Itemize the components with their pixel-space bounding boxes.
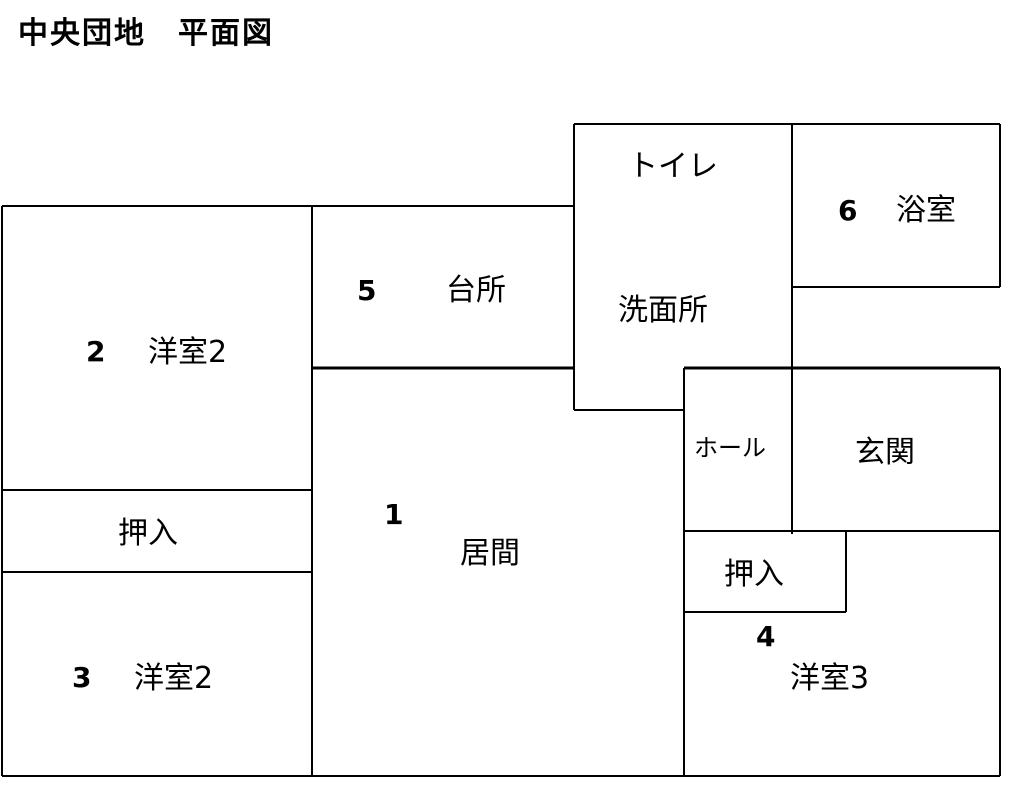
room-name-living: 居間: [460, 536, 520, 571]
room-name-youshitsu2-top: 洋室2: [148, 335, 227, 370]
room-name-hall: ホール: [694, 434, 766, 462]
page-title: 中央団地 平面図: [18, 16, 274, 51]
room-name-washroom: 洗面所: [618, 293, 708, 328]
room-name-youshitsu2-bottom: 洋室2: [134, 661, 213, 696]
room-name-kitchen: 台所: [446, 273, 506, 308]
room-name-oshiire-left: 押入: [118, 516, 178, 551]
room-number-3: 3: [72, 661, 91, 694]
room-name-toilet: トイレ: [628, 149, 718, 184]
room-number-2: 2: [86, 335, 105, 368]
room-name-entrance: 玄関: [855, 435, 915, 470]
room-number-4: 4: [756, 620, 775, 653]
room-number-1: 1: [384, 498, 403, 531]
room-name-oshiire-right: 押入: [724, 557, 784, 592]
room-name-youshitsu3: 洋室3: [790, 661, 869, 696]
room-number-5: 5: [357, 274, 376, 307]
walls: [1, 123, 1001, 777]
room-name-bath: 浴室: [896, 193, 956, 228]
room-number-6: 6: [838, 194, 857, 227]
